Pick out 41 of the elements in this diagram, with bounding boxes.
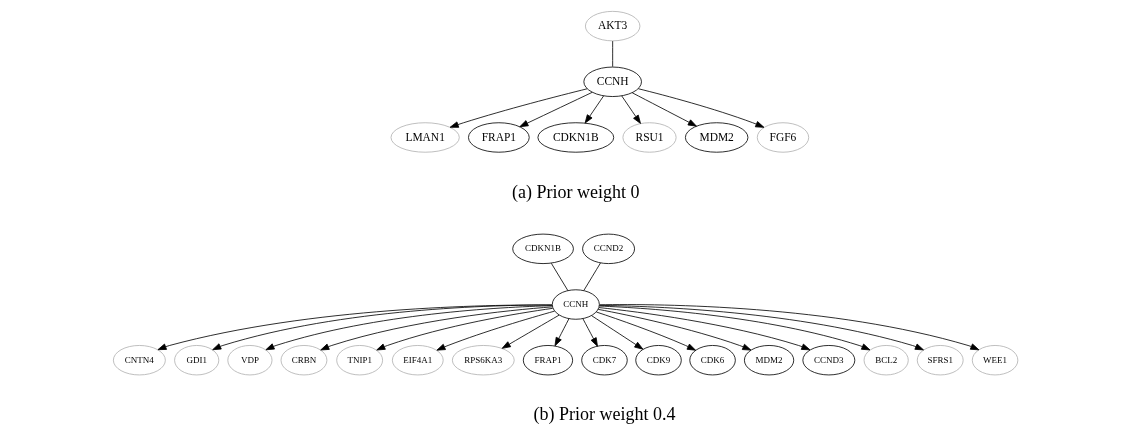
arrow (582, 318, 598, 347)
node-ellipse: CCND2 (581, 233, 635, 264)
arrow (375, 307, 553, 351)
connector (611, 40, 613, 68)
connector (582, 262, 601, 291)
node-ellipse: FRAP1 (522, 345, 573, 376)
node-ellipse: RSU1 (622, 122, 677, 153)
node-ellipse: SFRS1 (916, 345, 964, 376)
arrow (620, 95, 641, 124)
arrow (597, 308, 751, 351)
node-ellipse: CDKN1B (511, 233, 574, 264)
node-ellipse: CCNH (582, 66, 642, 97)
arrow (598, 307, 810, 351)
node-ellipse: CCNH (551, 289, 600, 320)
arrow (554, 318, 569, 347)
arrow (435, 310, 555, 351)
arrow (518, 91, 593, 128)
node-ellipse: RPS6KA3 (451, 345, 515, 376)
node-ellipse: VDP (226, 345, 272, 376)
node-ellipse: CDK7 (580, 345, 628, 376)
arrow (501, 314, 559, 349)
node-ellipse: CDKN1B (537, 122, 614, 153)
node-ellipse: GDI1 (173, 345, 219, 376)
node-ellipse: CDK9 (634, 345, 682, 376)
arrow (319, 306, 553, 351)
node-ellipse: BCL2 (863, 345, 909, 376)
arrow (637, 88, 764, 128)
connector (550, 262, 568, 292)
arrow (584, 95, 604, 124)
node-ellipse: MDM2 (684, 122, 748, 153)
arrow (598, 305, 870, 351)
node-ellipse: AKT3 (584, 10, 640, 42)
arrow (631, 92, 697, 127)
arrow (264, 305, 552, 351)
arrow (595, 311, 696, 351)
arrow (590, 315, 643, 350)
arrow (449, 88, 588, 128)
label: (b) Prior weight 0.4 (532, 404, 675, 425)
label: (a) Prior weight 0 (511, 181, 640, 202)
node-ellipse: CRBN (280, 345, 327, 376)
node-ellipse: TNIP1 (335, 345, 383, 376)
